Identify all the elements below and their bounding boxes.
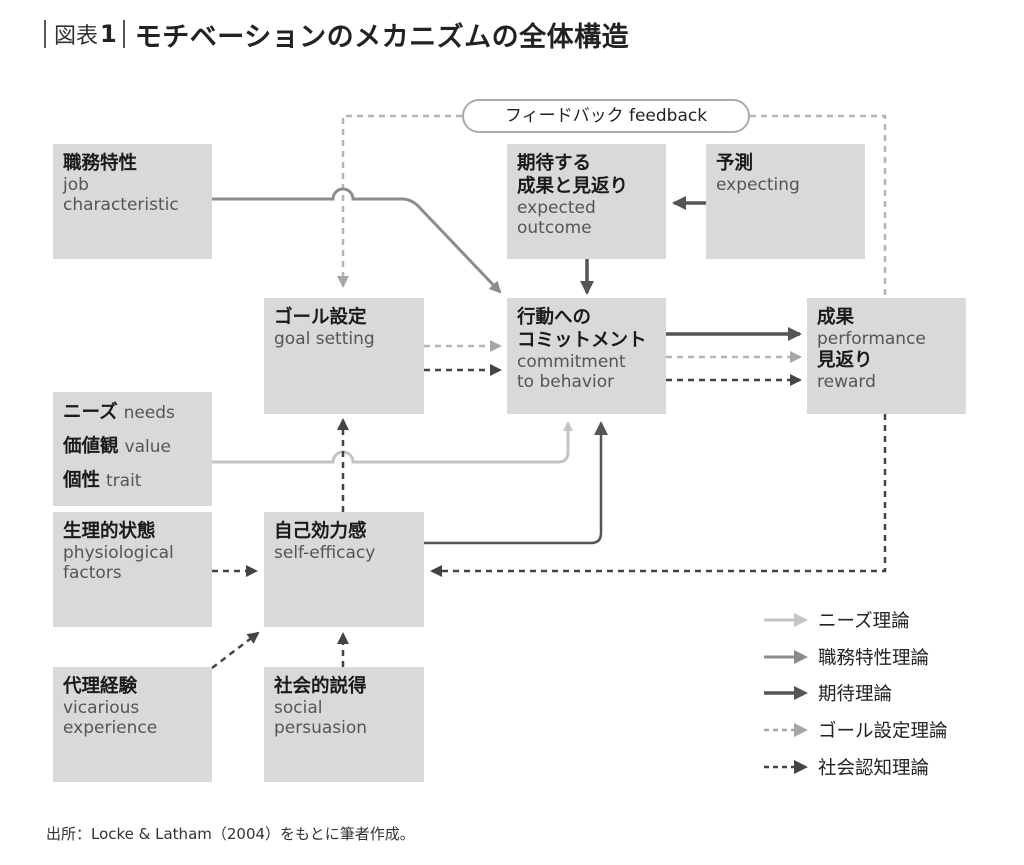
needs-en: needs <box>123 403 175 423</box>
commitment-jp-1: 行動への <box>517 307 592 328</box>
commitment-jp-2: コミットメント <box>517 330 647 351</box>
box-commitment: 行動への コミットメント commitment to behavior <box>507 298 666 414</box>
legend-goal-line-icon <box>764 723 808 737</box>
legend-job-theory: 職務特性理論 <box>762 640 929 674</box>
commitment-en-2: to behavior <box>517 372 615 392</box>
job-en-1: job <box>63 175 89 195</box>
legend-label: ゴール設定理論 <box>818 721 948 742</box>
trait-jp: 個性 <box>63 470 101 491</box>
box-social-persuasion: 社会的説得 social persuasion <box>264 667 424 782</box>
expected-en-2: outcome <box>517 218 592 238</box>
needs-to-commitment-line <box>212 421 573 464</box>
social-en-1: social <box>274 698 323 718</box>
box-self-efficacy: 自己効力感 self-efficacy <box>264 512 424 627</box>
vicarious-to-efficacy-line <box>211 631 260 669</box>
job-jp: 職務特性 <box>63 153 138 174</box>
goal-en: goal setting <box>274 329 375 349</box>
title-divider <box>122 20 125 48</box>
trait-en: trait <box>106 471 142 491</box>
efficacy-jp: 自己効力感 <box>274 521 367 542</box>
source-note: 出所：Locke & Latham（2004）をもとに筆者作成。 <box>46 825 415 843</box>
box-performance-reward: 成果 performance 見返り reward <box>807 298 966 414</box>
feedback-loop-line <box>337 114 462 288</box>
legend-label: 社会認知理論 <box>818 758 930 779</box>
needs-jp: ニーズ <box>63 402 118 423</box>
title-divider <box>44 20 46 48</box>
legend-expectancy-line-icon <box>764 686 808 700</box>
social-jp: 社会的説得 <box>274 676 367 697</box>
legend-goal-theory: ゴール設定理論 <box>762 713 948 747</box>
vicarious-jp: 代理経験 <box>63 676 138 697</box>
legend-needs-theory: ニーズ理論 <box>762 603 910 637</box>
legend-social-cognitive-theory: 社会認知理論 <box>762 750 929 784</box>
box-expected-outcome: 期待する 成果と見返り expected outcome <box>507 144 666 259</box>
physio-jp: 生理的状態 <box>63 521 156 542</box>
vicarious-en-2: experience <box>63 718 158 738</box>
reward-jp: 見返り <box>817 350 873 371</box>
social-en-2: persuasion <box>274 718 368 738</box>
value-en: value <box>124 437 171 457</box>
legend-label: ニーズ理論 <box>818 611 910 632</box>
vicarious-en-1: vicarious <box>63 698 140 718</box>
performance-jp: 成果 <box>817 307 855 328</box>
figure-title: 図表 1 モチベーションのメカニズムの全体構造 <box>44 14 629 54</box>
physio-en-1: physiological <box>63 543 174 563</box>
expecting-en: expecting <box>716 175 800 195</box>
efficacy-to-commitment-line <box>424 421 608 545</box>
box-expecting: 予測 expecting <box>706 144 865 259</box>
box-vicarious: 代理経験 vicarious experience <box>53 667 212 782</box>
physio-en-2: factors <box>63 563 122 583</box>
box-job-characteristic: 職務特性 job characteristic <box>53 144 212 259</box>
box-goal-setting: ゴール設定 goal setting <box>264 298 424 414</box>
goal-jp: ゴール設定 <box>274 307 367 328</box>
legend-needs-line-icon <box>764 613 808 627</box>
performance-to-efficacy-line <box>430 414 887 577</box>
feedback-loop-line <box>750 114 887 298</box>
legend-expectancy-theory: 期待理論 <box>762 676 892 710</box>
job-en-2: characteristic <box>63 195 179 215</box>
expected-jp-1: 期待する <box>517 153 592 174</box>
legend-social-line-icon <box>764 760 808 774</box>
expected-jp-2: 成果と見返り <box>517 176 629 197</box>
efficacy-en: self-efficacy <box>274 543 376 563</box>
legend-label: 期待理論 <box>818 684 893 705</box>
job-to-commitment-line <box>212 187 502 294</box>
box-physiological: 生理的状態 physiological factors <box>53 512 212 627</box>
legend-label: 職務特性理論 <box>818 648 930 669</box>
figure-main-title: モチベーションのメカニズムの全体構造 <box>134 21 630 53</box>
legend-job-line-icon <box>764 650 808 664</box>
performance-en: performance <box>817 329 926 349</box>
expecting-jp: 予測 <box>716 153 754 174</box>
feedback-label: フィードバック feedback <box>462 99 750 133</box>
commitment-en-1: commitment <box>517 352 626 372</box>
reward-en: reward <box>817 372 876 392</box>
figure-number: 1 <box>100 20 117 48</box>
expected-en-1: expected <box>517 198 596 218</box>
figure-prefix: 図表 <box>54 24 99 49</box>
value-jp: 価値観 <box>63 436 119 457</box>
